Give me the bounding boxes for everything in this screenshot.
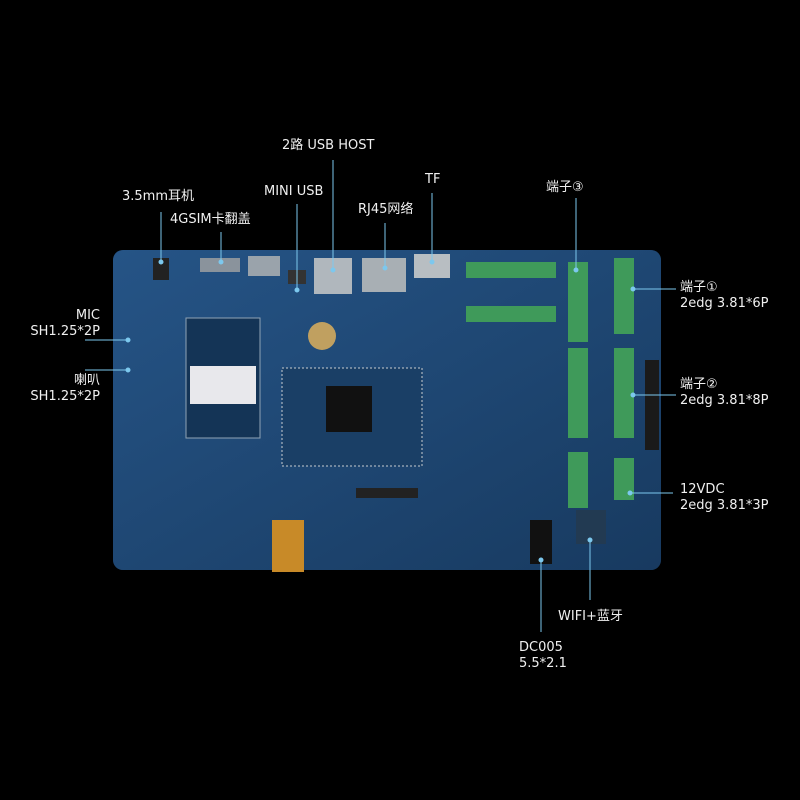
antenna [645, 360, 659, 450]
rj45-port [362, 258, 406, 292]
label-wifi: WIFI+蓝牙 [558, 609, 623, 624]
mic-spec: SH1.25*2P [30, 324, 100, 339]
cpu-chip [326, 386, 372, 432]
touch-tail [272, 520, 304, 572]
terminal-1 [614, 258, 634, 334]
label-mini-usb: MINI USB [264, 184, 324, 199]
mic-name: MIC [75, 308, 100, 323]
label-terminal3: 端子③ [546, 180, 584, 195]
terminal-block [466, 262, 556, 278]
sim-slot [200, 258, 240, 272]
terminal2-spec: 2edg 3.81*8P [680, 393, 769, 408]
headphone-jack [153, 258, 169, 280]
label-headphone: 3.5mm耳机 [122, 189, 195, 204]
leader-lines [85, 160, 676, 632]
power-name: 12VDC [680, 482, 725, 497]
hdmi-port [248, 256, 280, 276]
dc-spec: 5.5*2.1 [519, 656, 567, 671]
terminal1-name: 端子① [680, 280, 718, 295]
label-tf: TF [425, 172, 441, 187]
fpc-connector [356, 488, 418, 498]
terminal-block [568, 452, 588, 508]
terminal-block [466, 306, 556, 322]
label-rj45: RJ45网络 [358, 202, 414, 217]
terminal-2 [614, 348, 634, 438]
terminal-3 [568, 262, 588, 342]
speaker-spec: SH1.25*2P [30, 389, 100, 404]
speaker-name: 喇叭 [73, 373, 100, 388]
power-spec: 2edg 3.81*3P [680, 498, 769, 513]
dc-name: DC005 [519, 640, 563, 655]
sticker [190, 366, 256, 404]
terminal1-spec: 2edg 3.81*6P [680, 296, 769, 311]
terminal-block [568, 348, 588, 438]
label-usb-host: 2路 USB HOST [282, 138, 375, 153]
dc-jack [530, 520, 552, 564]
label-sim: 4GSIM卡翻盖 [170, 212, 251, 227]
terminal2-name: 端子② [680, 377, 718, 392]
battery [308, 322, 336, 350]
terminal-power [614, 458, 634, 500]
